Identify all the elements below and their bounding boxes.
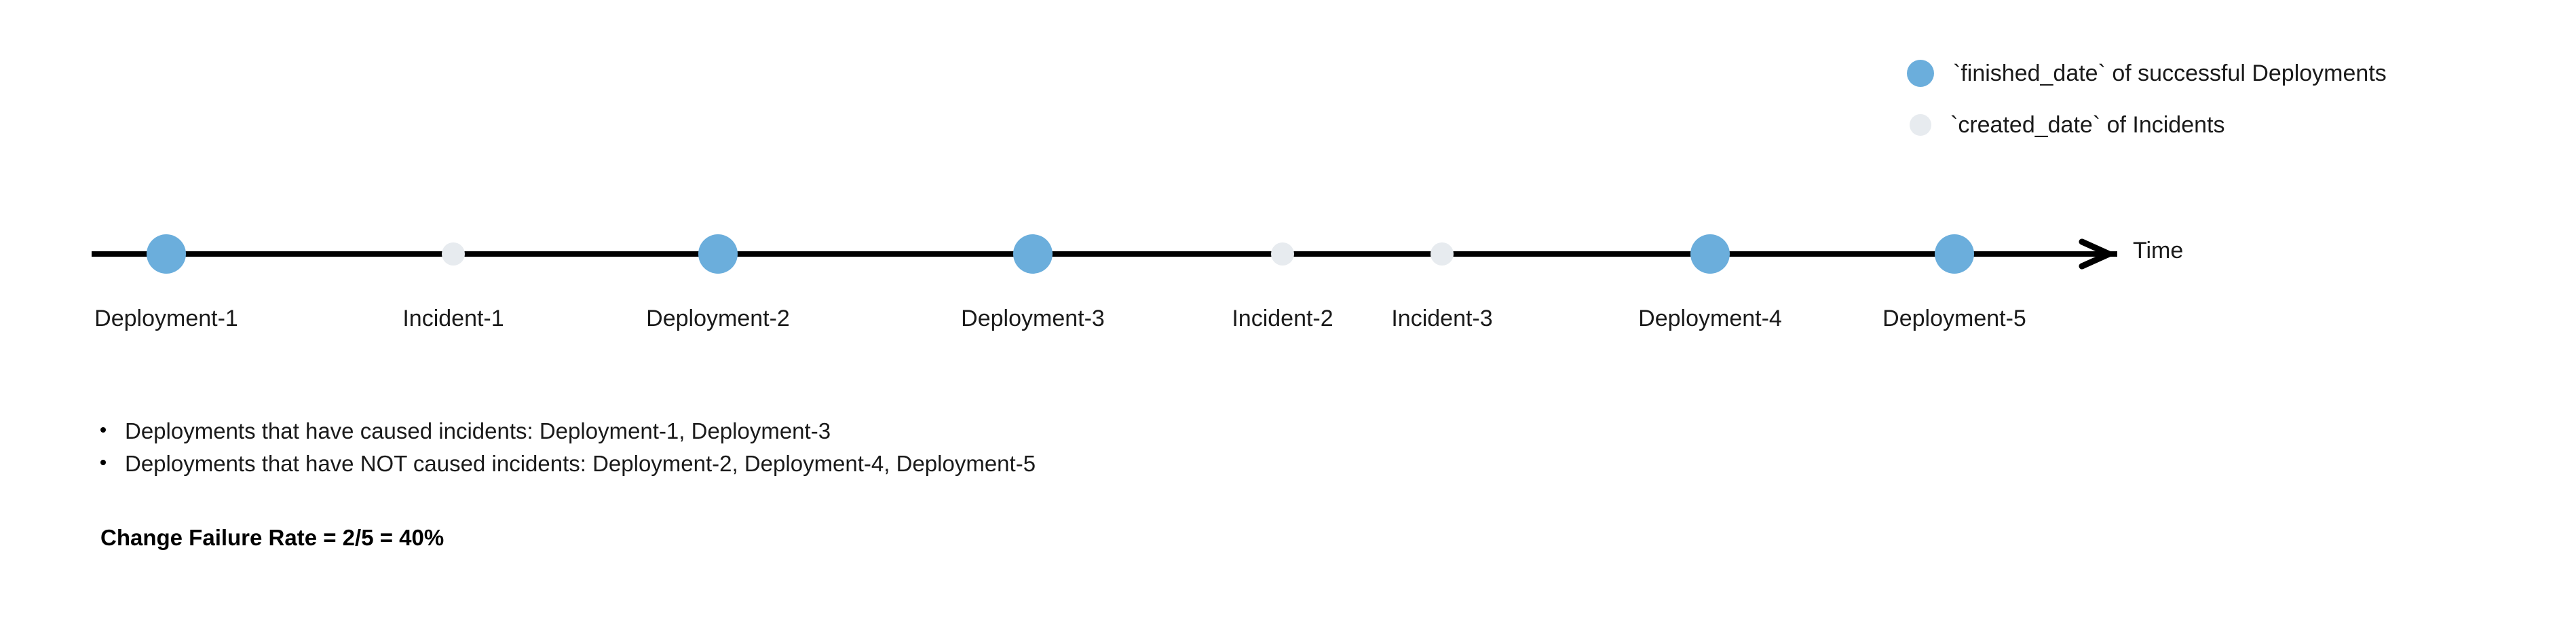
- timeline-marker-label-deployment-5: Deployment-5: [1882, 306, 2026, 331]
- notes-list: Deployments that have caused incidents: …: [100, 420, 1036, 485]
- list-item: Deployments that have NOT caused inciden…: [100, 452, 1036, 485]
- legend-item-deployments: `finished_date` of successful Deployment…: [1907, 48, 2558, 99]
- list-item-label: Deployments that have caused incidents: …: [125, 418, 831, 443]
- timeline-marker-label-incident-2: Incident-2: [1232, 306, 1333, 331]
- timeline-marker-label-incident-3: Incident-3: [1391, 306, 1493, 331]
- legend-label-deployments: `finished_date` of successful Deployment…: [1953, 60, 2387, 86]
- legend-swatch-incident-icon: [1910, 114, 1931, 136]
- bullet-icon: [100, 427, 106, 433]
- legend-swatch-deployment-icon: [1907, 60, 1934, 87]
- legend-item-incidents: `created_date` of Incidents: [1907, 99, 2558, 151]
- legend: `finished_date` of successful Deployment…: [1907, 48, 2558, 151]
- timeline-marker-label-deployment-4: Deployment-4: [1638, 306, 1782, 331]
- timeline-marker-incident-1: [442, 242, 465, 266]
- timeline-marker-label-deployment-3: Deployment-3: [961, 306, 1105, 331]
- timeline-marker-incident-2: [1271, 242, 1294, 266]
- list-item: Deployments that have caused incidents: …: [100, 420, 1036, 452]
- timeline-marker-label-deployment-2: Deployment-2: [646, 306, 790, 331]
- timeline-marker-deployment-2: [698, 234, 738, 274]
- timeline-marker-deployment-3: [1013, 234, 1053, 274]
- timeline-marker-deployment-4: [1690, 234, 1730, 274]
- timeline-marker-incident-3: [1431, 242, 1454, 266]
- timeline-axis-line: [92, 251, 2117, 257]
- legend-label-incidents: `created_date` of Incidents: [1950, 112, 2225, 138]
- change-failure-rate-summary: Change Failure Rate = 2/5 = 40%: [100, 525, 444, 550]
- bullet-icon: [100, 460, 106, 465]
- timeline-marker-deployment-1: [147, 234, 186, 274]
- timeline-marker-label-incident-1: Incident-1: [402, 306, 504, 331]
- arrow-right-icon: [2077, 231, 2124, 277]
- axis-label-time: Time: [2133, 238, 2184, 263]
- timeline-marker-deployment-5: [1935, 234, 1974, 274]
- list-item-label: Deployments that have NOT caused inciden…: [125, 451, 1036, 476]
- timeline-marker-label-deployment-1: Deployment-1: [94, 306, 238, 331]
